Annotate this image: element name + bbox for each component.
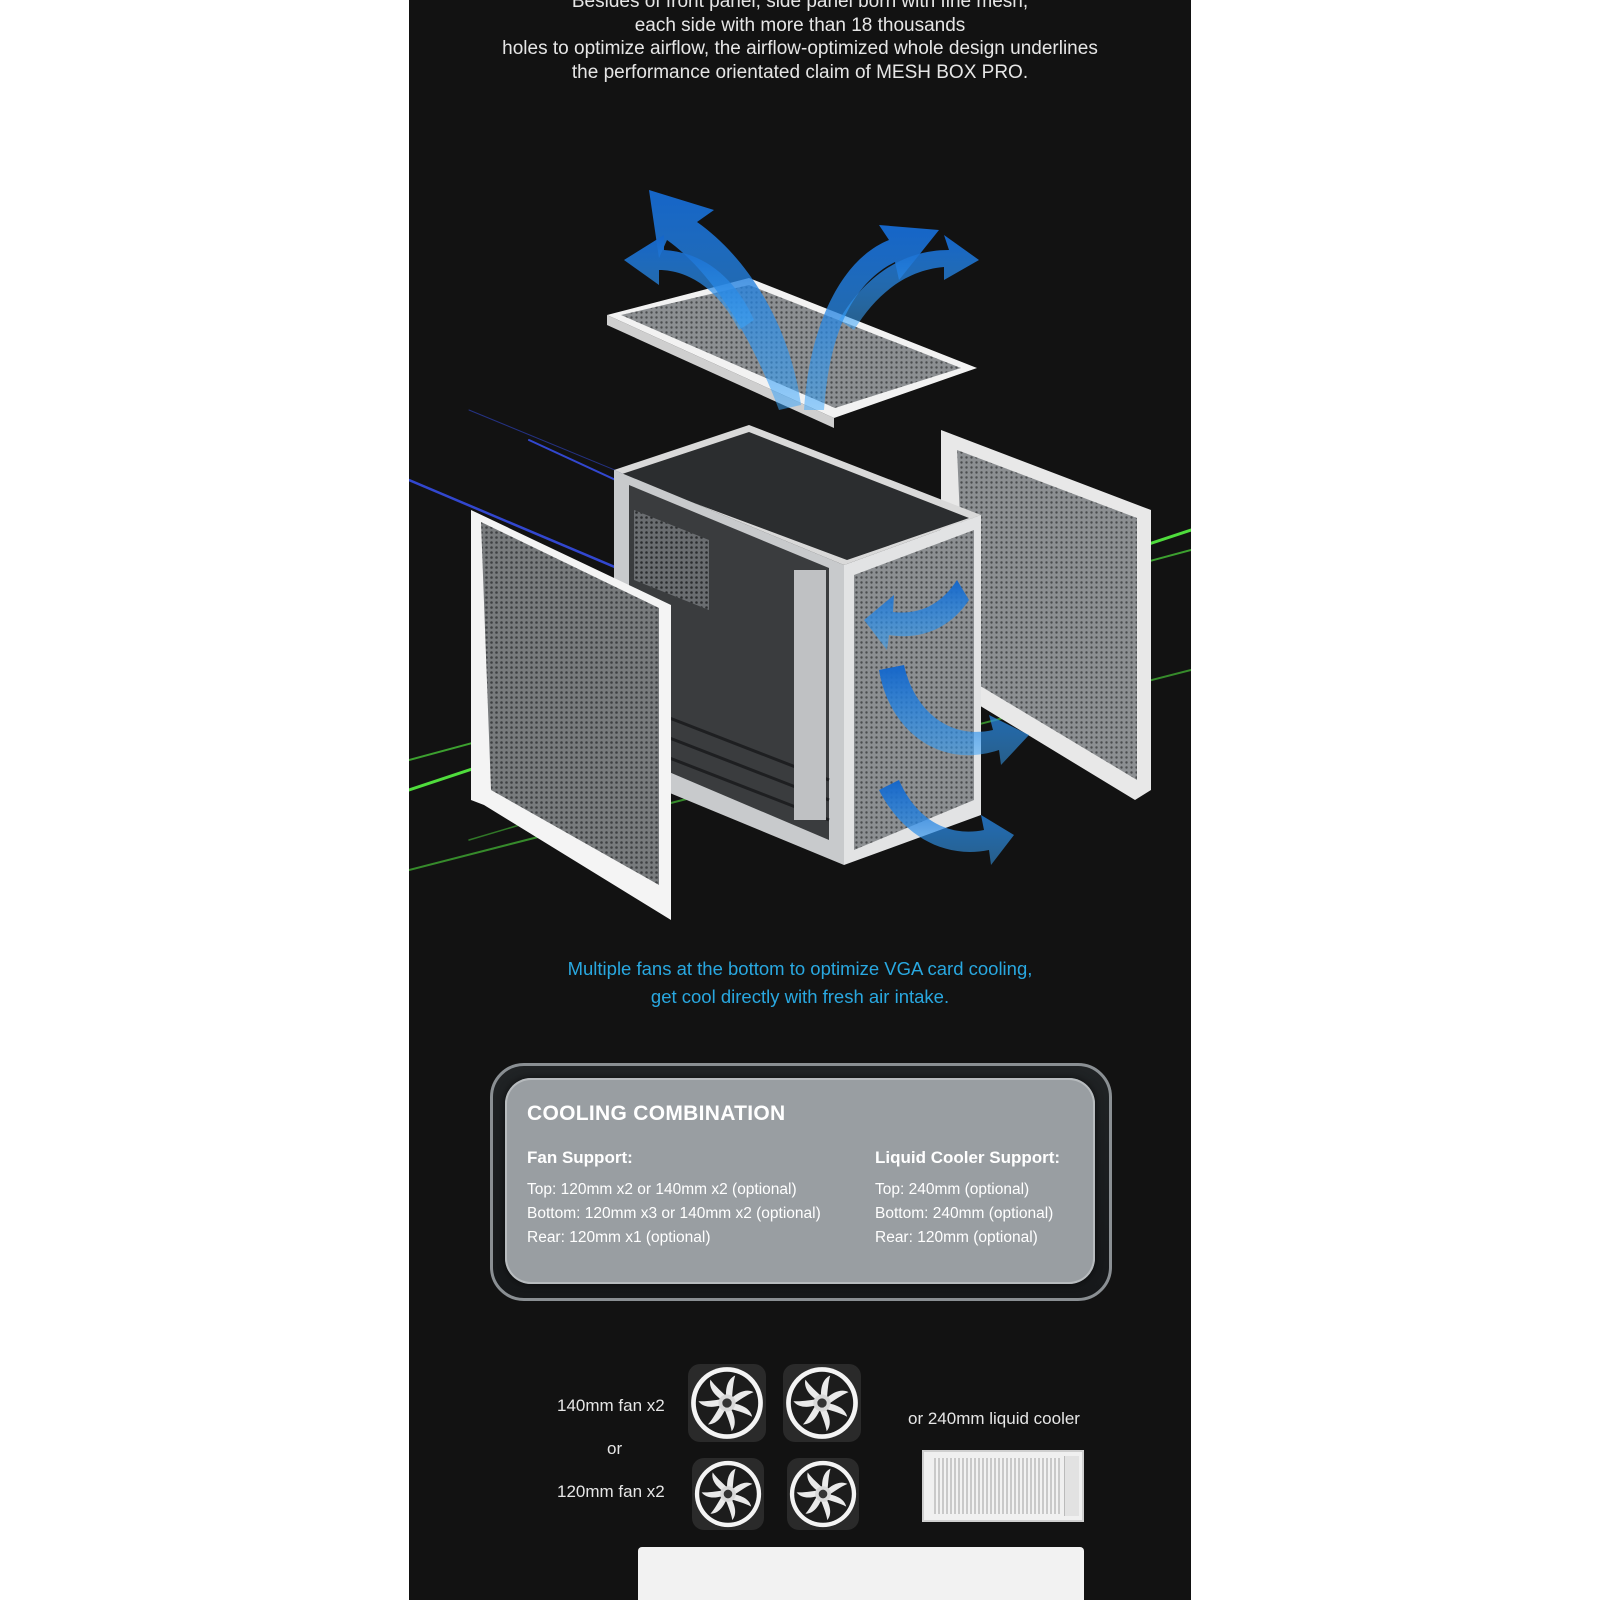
product-feature-strip: Besides of front panel, side panel born … xyxy=(409,0,1191,1600)
fan-120-label: 120mm fan x2 xyxy=(557,1482,665,1501)
fan-140-icon xyxy=(783,1364,861,1442)
liquid-support-item: Rear: 120mm (optional) xyxy=(875,1229,1038,1246)
liquid-support-item: Bottom: 240mm (optional) xyxy=(875,1205,1054,1222)
cooling-combination-panel: COOLING COMBINATION Fan Support: Top: 12… xyxy=(505,1078,1095,1284)
fan-support-heading: Fan Support: xyxy=(527,1148,633,1167)
intro-text: Besides of front panel, side panel born … xyxy=(409,0,1191,84)
fan-support-item: Top: 120mm x2 or 140mm x2 (optional) xyxy=(527,1181,797,1198)
fan-support-item: Rear: 120mm x1 (optional) xyxy=(527,1229,711,1246)
intro-line: Besides of front panel, side panel born … xyxy=(571,0,1029,12)
fan-140-icon xyxy=(688,1364,766,1442)
exploded-case-illustration xyxy=(409,190,1191,920)
caption-line: get cool directly with fresh air intake. xyxy=(650,986,950,1007)
liquid-cooler-label: or 240mm liquid cooler xyxy=(908,1409,1080,1428)
bottom-fans-caption: Multiple fans at the bottom to optimize … xyxy=(409,955,1191,1011)
right-side-panel xyxy=(941,430,1151,800)
airflow-arrows xyxy=(624,190,1029,865)
liquid-support-column: Liquid Cooler Support: Top: 240mm (optio… xyxy=(875,1148,1060,1250)
fan-120-icon xyxy=(787,1458,859,1530)
radiator-tank xyxy=(1064,1456,1079,1516)
radiator-icon xyxy=(922,1450,1084,1522)
liquid-support-item: Top: 240mm (optional) xyxy=(875,1181,1030,1198)
fan-or-label: or xyxy=(607,1439,623,1458)
cooling-title: COOLING COMBINATION xyxy=(527,1102,786,1125)
case-preview-image xyxy=(638,1547,1084,1600)
fan-140-label: 140mm fan x2 xyxy=(557,1396,665,1415)
left-side-panel xyxy=(471,510,671,920)
fan-support-column: Fan Support: Top: 120mm x2 or 140mm x2 (… xyxy=(527,1148,821,1250)
intro-line: the performance orientated claim of MESH… xyxy=(571,61,1029,83)
fan-support-item: Bottom: 120mm x3 or 140mm x2 (optional) xyxy=(527,1205,821,1222)
liquid-support-heading: Liquid Cooler Support: xyxy=(875,1148,1061,1167)
radiator-fins xyxy=(934,1458,1060,1514)
fan-120-icon xyxy=(692,1458,764,1530)
intro-line: each side with more than 18 thousands xyxy=(634,14,966,36)
intro-line: holes to optimize airflow, the airflow-o… xyxy=(502,38,1098,59)
caption-line: Multiple fans at the bottom to optimize … xyxy=(567,958,1033,979)
